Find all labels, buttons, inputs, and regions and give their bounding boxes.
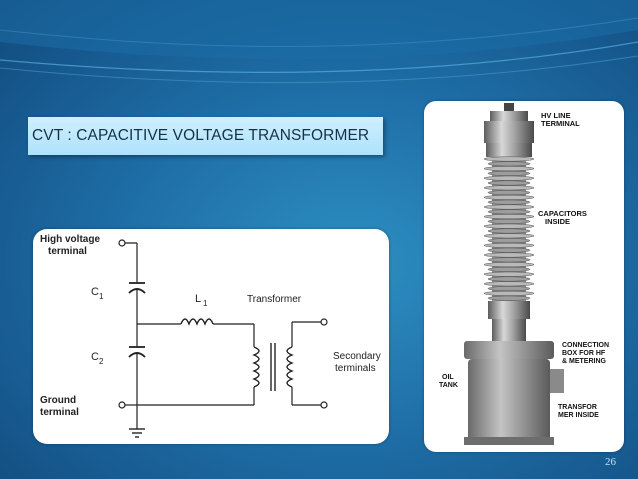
insulator-shed: [483, 252, 535, 258]
label-c2-sub: 2: [99, 357, 104, 366]
insulator-shed: [487, 161, 531, 167]
insulator-shed: [483, 223, 535, 229]
hv-terminal-cap-top: [490, 111, 528, 121]
insulator-shed: [487, 209, 531, 215]
label-transfor: TRANSFOR: [558, 404, 597, 411]
insulator-shed: [487, 266, 531, 272]
circuit-diagram-panel: High voltage terminal C 1 C 2 L 1: [33, 229, 389, 444]
oil-tank: [468, 359, 550, 441]
insulator-shed: [483, 242, 535, 248]
hv-terminal-collar: [486, 143, 532, 157]
insulator-shed: [487, 180, 531, 186]
label-secondary: Secondary: [333, 351, 381, 362]
label-high-voltage-terminal: terminal: [48, 246, 87, 257]
insulator-shed: [483, 233, 535, 239]
insulator-shed: [487, 170, 531, 176]
insulator-shed: [483, 290, 535, 296]
insulator-shed: [483, 175, 535, 181]
insulator-shed: [483, 194, 535, 200]
label-connection: CONNECTION: [562, 342, 609, 349]
insulator-shed: [483, 214, 535, 220]
middle-flange: [488, 301, 530, 319]
insulator-shed: [487, 238, 531, 244]
insulator-shed: [487, 276, 531, 282]
insulator-shed: [483, 281, 535, 287]
label-hv-line: HV LINE: [541, 111, 571, 120]
label-ground-terminal: terminal: [40, 407, 79, 418]
hv-line-terminal-lug: [504, 103, 514, 113]
page-number: 26: [605, 456, 616, 468]
label-secondary-terminals: terminals: [335, 363, 376, 374]
insulator-shed: [483, 156, 535, 162]
insulator-shed: [487, 199, 531, 205]
label-transformer: Transformer: [247, 294, 302, 305]
cvt-photo-panel: HV LINE TERMINAL CAPACITORS INSIDE CONNE…: [424, 101, 624, 452]
insulator-shed: [487, 257, 531, 263]
label-oil-tank: TANK: [439, 382, 458, 389]
tank-base: [464, 437, 554, 445]
insulator-shed: [483, 185, 535, 191]
hv-terminal: [118, 239, 126, 247]
insulator-shed: [487, 295, 531, 301]
transformer-primary-coil: [252, 346, 260, 388]
label-metering: & METERING: [562, 358, 607, 365]
label-box-for-hf: BOX FOR HF: [562, 350, 606, 357]
insulator-sheds: [483, 156, 535, 303]
insulator-shed: [487, 247, 531, 253]
secondary-terminal-1: [320, 318, 328, 326]
cvt-illustration: HV LINE TERMINAL CAPACITORS INSIDE CONNE…: [439, 103, 609, 445]
label-ground: Ground: [40, 395, 76, 406]
transformer-secondary-coil: [286, 346, 294, 388]
decorative-header-curves: [0, 0, 638, 84]
insulator-shed: [483, 166, 535, 172]
insulator-shed: [487, 190, 531, 196]
label-oil: OIL: [442, 374, 454, 381]
tank-top: [464, 341, 554, 359]
slide-title: CVT : CAPACITIVE VOLTAGE TRANSFORMER: [32, 127, 370, 144]
insulator-shed: [487, 228, 531, 234]
label-capacitors: CAPACITORS: [538, 209, 587, 218]
insulator-shed: [483, 204, 535, 210]
label-c1: C: [91, 286, 99, 298]
label-capacitors-inside: INSIDE: [545, 217, 570, 226]
insulator-shed: [483, 271, 535, 277]
label-high-voltage: High voltage: [40, 234, 100, 245]
insulator-shed: [487, 286, 531, 292]
label-c2: C: [91, 351, 99, 363]
label-hv-terminal: TERMINAL: [541, 119, 580, 128]
connection-box: [550, 369, 564, 393]
slide-title-bar: CVT : CAPACITIVE VOLTAGE TRANSFORMER: [28, 117, 383, 155]
secondary-terminal-2: [320, 401, 328, 409]
cvt-circuit-diagram: High voltage terminal C 1 C 2 L 1: [40, 234, 381, 438]
hv-terminal-cap: [484, 121, 534, 143]
label-l1: L: [195, 293, 201, 305]
insulator-shed: [483, 262, 535, 268]
label-mer-inside: MER INSIDE: [558, 412, 599, 419]
l1-inductor: [180, 318, 214, 326]
insulator-shed: [487, 218, 531, 224]
ground-terminal: [118, 401, 126, 409]
label-c1-sub: 1: [99, 292, 104, 301]
label-l1-sub: 1: [203, 299, 208, 308]
lower-insulator: [492, 319, 526, 341]
